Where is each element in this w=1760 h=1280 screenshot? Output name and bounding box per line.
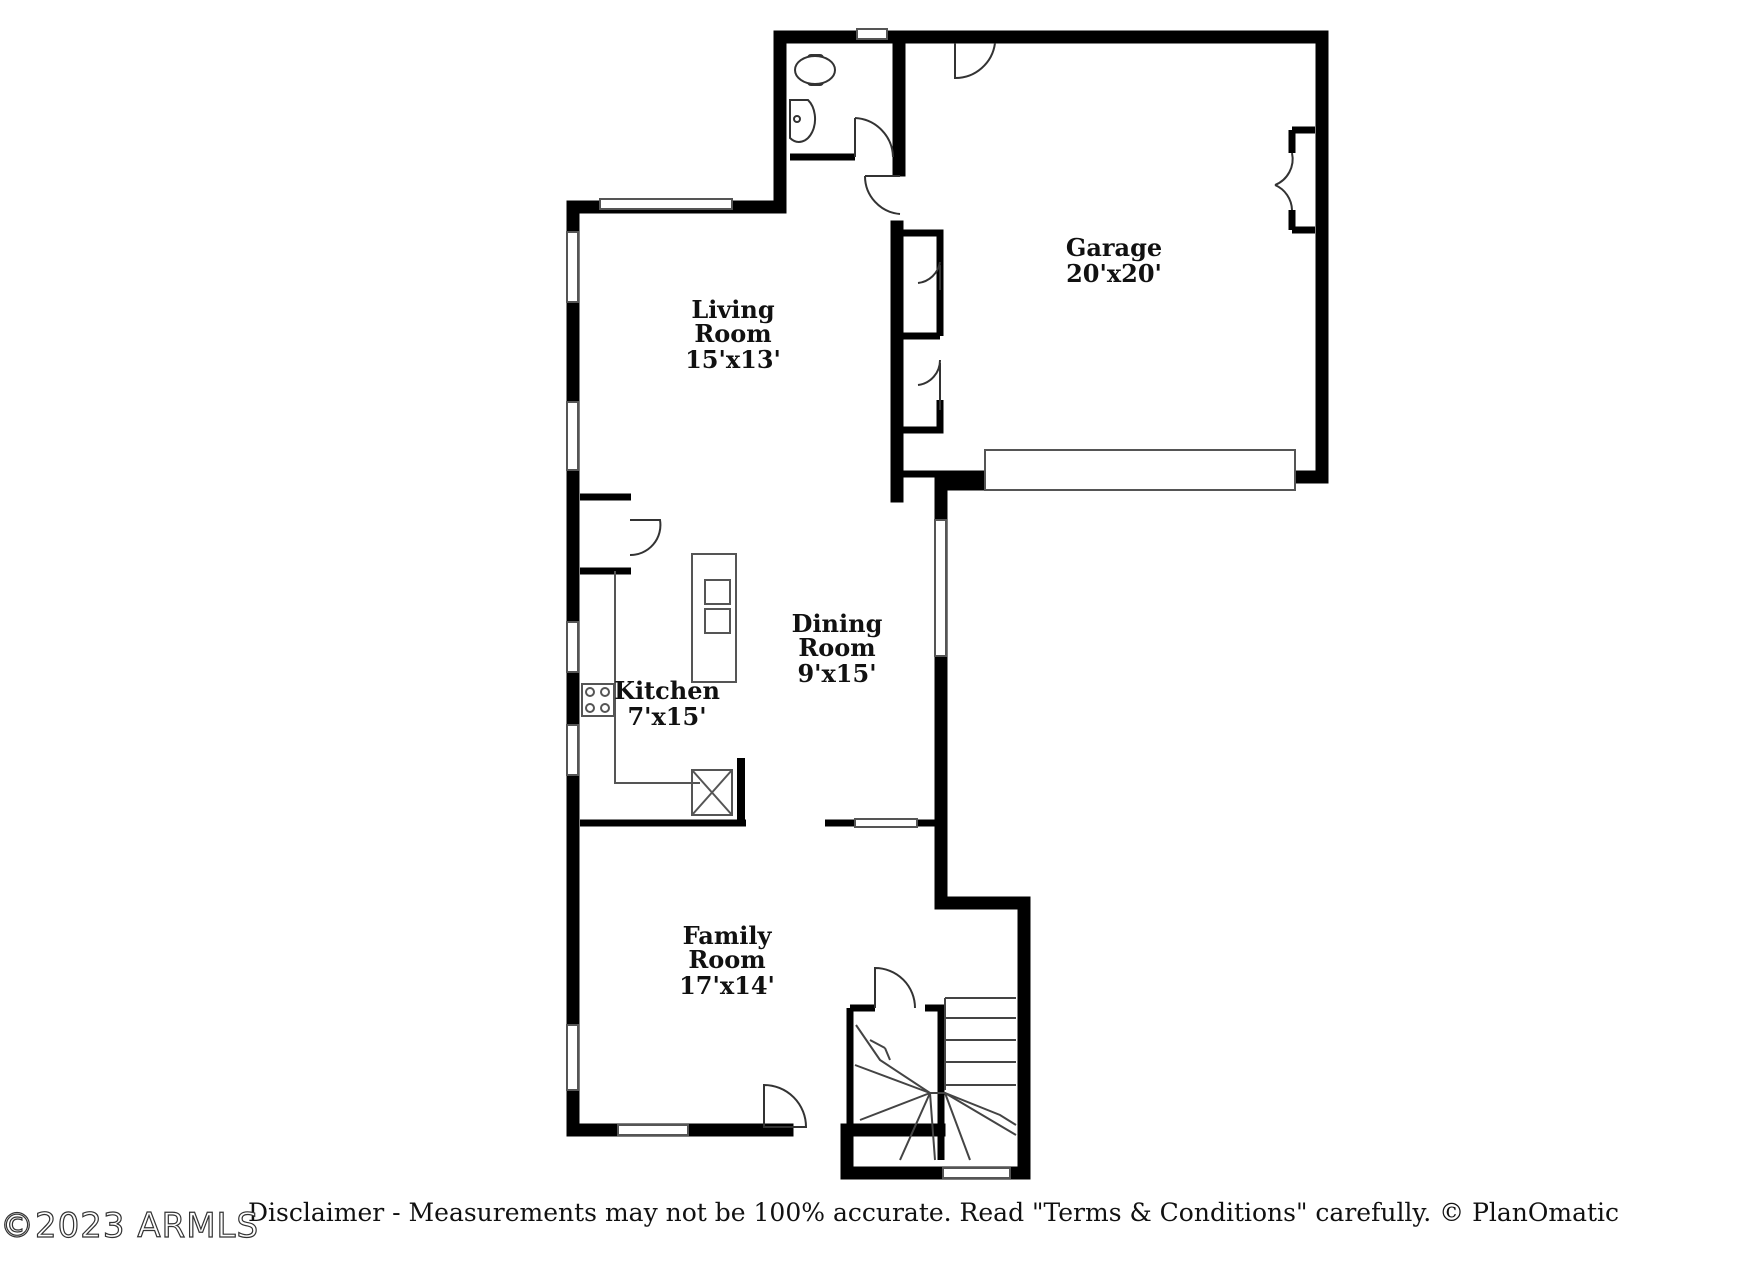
room-size: 20'x20' xyxy=(1066,259,1162,288)
room-name: Room xyxy=(798,633,875,662)
room-labels: Living Room 15'x13' Garage 20'x20' Dinin… xyxy=(614,233,1162,1000)
copyright-watermark: ©2023 ARMLS xyxy=(0,1205,260,1246)
room-name: Garage xyxy=(1066,233,1162,262)
room-size: 7'x15' xyxy=(627,702,706,731)
room-name: Room xyxy=(694,319,771,348)
kitchen-counter xyxy=(581,553,737,816)
room-size: 17'x14' xyxy=(679,971,775,1000)
disclaimer-text: Disclaimer - Measurements may not be 100… xyxy=(248,1198,1620,1227)
windows xyxy=(566,28,1296,1179)
room-size: 9'x15' xyxy=(797,659,876,688)
room-name: Dining xyxy=(792,609,883,638)
room-name: Room xyxy=(688,945,765,974)
room-name: Kitchen xyxy=(614,676,720,705)
room-name: Family xyxy=(683,921,773,950)
room-size: 15'x13' xyxy=(685,345,781,374)
doors xyxy=(629,42,1294,1128)
toilet-icon xyxy=(794,54,836,86)
thin-walls xyxy=(580,126,1315,1160)
stairs xyxy=(854,997,1017,1161)
sink-icon xyxy=(789,99,817,143)
room-name: Living xyxy=(691,295,775,324)
